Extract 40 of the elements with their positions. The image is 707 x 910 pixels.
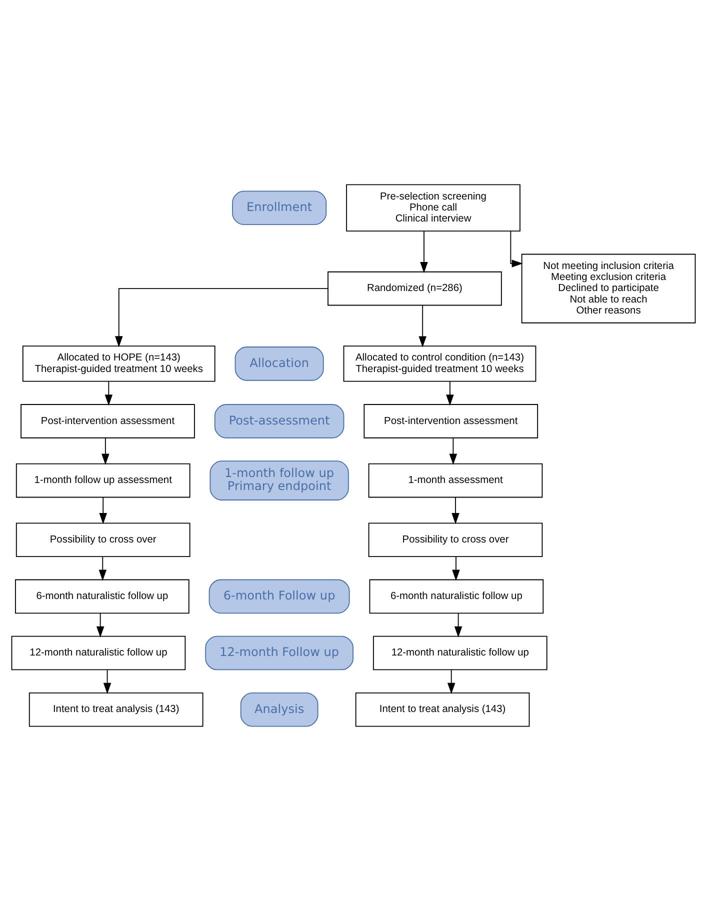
arrow xyxy=(447,669,456,694)
node-box: Not meeting inclusion criteria Meeting exclusion criteria Declined to participate Not able to reach Other reasons xyxy=(521,253,696,323)
node-box: 6-month naturalistic follow up xyxy=(15,578,190,614)
node-box: 6-month naturalistic follow up xyxy=(369,578,544,614)
arrow xyxy=(104,380,113,406)
node-box: Possibility to cross over xyxy=(16,522,190,557)
arrow xyxy=(103,669,112,694)
node-box: 6-month Follow up xyxy=(208,578,350,614)
arrow xyxy=(99,496,107,524)
node-box: 1-month follow up assessment xyxy=(16,462,190,498)
arrow xyxy=(454,612,462,637)
node-box: Post-intervention assessment xyxy=(20,404,195,438)
arrow xyxy=(420,230,428,273)
arrow xyxy=(114,288,328,347)
arrow xyxy=(452,496,460,524)
arrow xyxy=(452,556,460,580)
node-box: Analysis xyxy=(240,692,318,726)
node-box: Intent to treat analysis (143) xyxy=(355,692,530,726)
arrow xyxy=(449,437,458,464)
node-box: 12-month Follow up xyxy=(205,635,354,670)
node-box: Allocation xyxy=(234,346,324,380)
arrow xyxy=(446,380,454,406)
node-box: Post-assessment xyxy=(214,404,344,438)
node-box: Possibility to cross over xyxy=(368,522,543,557)
node-box: Post-intervention assessment xyxy=(364,404,538,438)
arrow xyxy=(418,304,426,347)
node-box: 1-month follow up Primary endpoint xyxy=(210,460,349,500)
node-box: 1-month assessment xyxy=(368,462,543,498)
node-box: Allocated to HOPE (n=143) Therapist-guided treatment 10 weeks xyxy=(22,345,216,382)
node-box: 12-month naturalistic follow up xyxy=(372,635,548,670)
node-box: Intent to treat analysis (143) xyxy=(28,692,204,726)
node-box: 12-month naturalistic follow up xyxy=(11,635,186,670)
node-box: Allocated to control condition (n=143) Therapist-guided treatment 10 weeks xyxy=(343,345,536,382)
node-box: Enrollment xyxy=(232,190,327,225)
arrow xyxy=(102,437,110,464)
arrow xyxy=(96,612,104,637)
node-box: Randomized (n=286) xyxy=(328,270,502,306)
arrow xyxy=(98,556,107,580)
arrow xyxy=(510,230,523,267)
node-box: Pre-selection screening Phone call Clinical interview xyxy=(346,184,520,232)
